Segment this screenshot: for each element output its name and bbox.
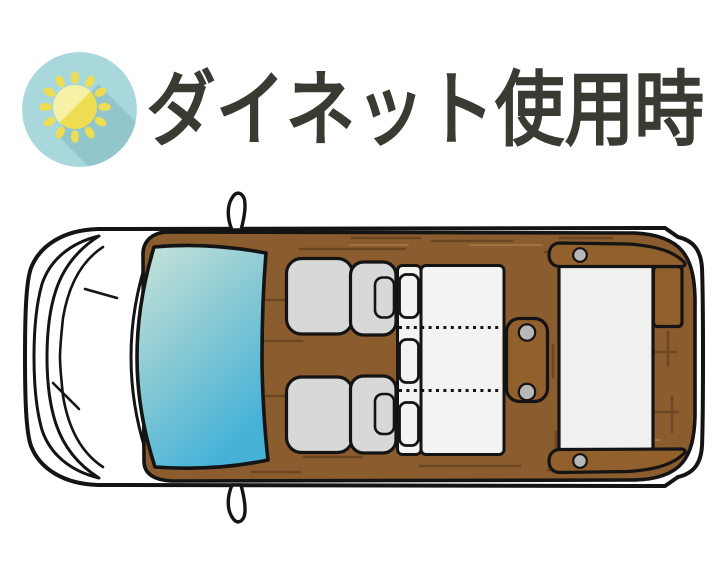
windshield xyxy=(135,243,270,470)
passenger-seat-cushion xyxy=(284,375,355,455)
bench-bolt-bottom xyxy=(572,453,588,469)
passenger-seat-headrest xyxy=(373,392,396,436)
bench-bolt-top xyxy=(572,247,588,263)
side-mirror-bottom xyxy=(226,483,247,524)
side-mirror-top xyxy=(226,191,247,232)
bench-headrest-2 xyxy=(398,338,420,384)
page-title: ダイネット使用時 xyxy=(146,65,704,156)
hood-panel-line-bottom xyxy=(51,381,81,411)
rear-bench-3-seater xyxy=(396,264,506,456)
table-pedestal-mount xyxy=(504,316,550,404)
sun-rays xyxy=(39,71,111,143)
cabinet xyxy=(651,264,684,329)
page-title-wrap: ダイネット使用時 xyxy=(146,65,704,156)
driver-seat xyxy=(284,256,398,337)
sun-long-shadow xyxy=(56,84,137,167)
sun-disc xyxy=(53,85,97,129)
driver-seat-headrest xyxy=(373,276,396,319)
driver-seat-cushion xyxy=(284,256,355,336)
front-bumper xyxy=(32,234,119,480)
bench-seat xyxy=(419,264,506,456)
passenger-seat xyxy=(284,374,398,455)
hood-panel-line-top xyxy=(83,287,119,300)
bench-headrest-3 xyxy=(398,401,420,447)
sun-icon xyxy=(22,52,137,167)
dinette-table xyxy=(557,262,655,455)
bench-headrest-1 xyxy=(398,273,420,319)
